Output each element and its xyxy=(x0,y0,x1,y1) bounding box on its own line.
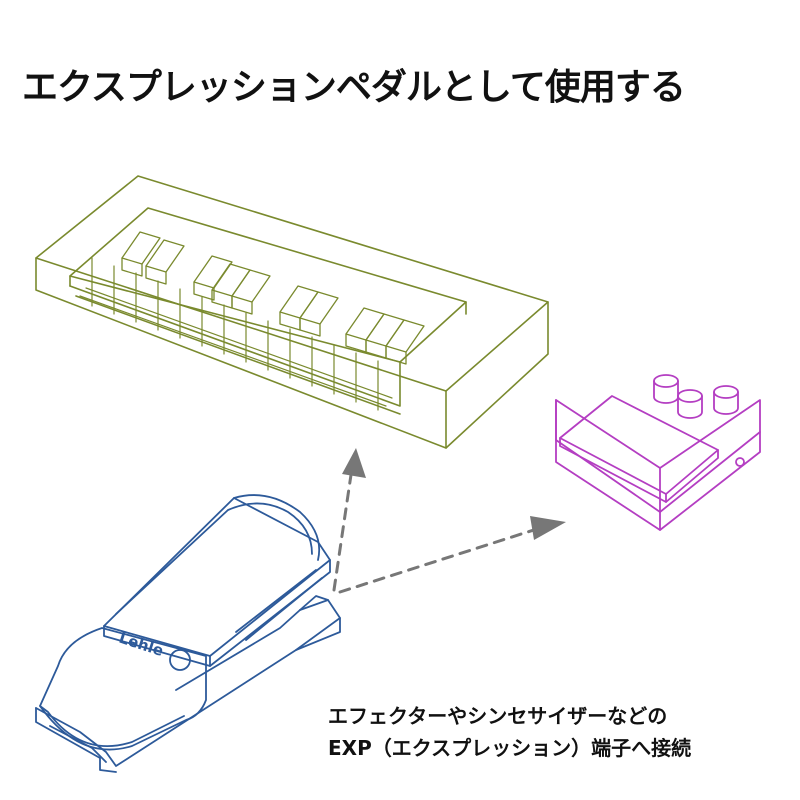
brand-logo: Lehle xyxy=(117,629,166,660)
synthesizer-keyboard-icon xyxy=(35,175,549,449)
arrow-heads xyxy=(342,448,566,540)
effect-pedal-icon xyxy=(555,374,761,531)
page-title: エクスプレッションペダルとして使用する xyxy=(22,67,686,108)
expression-pedal-icon xyxy=(35,494,341,773)
caption-line-1: エフェクターやシンセサイザーなどの xyxy=(328,704,668,728)
connection-caption: エフェクターやシンセサイザーなどの EXP（エクスプレッション）端子へ接続 xyxy=(328,700,691,764)
dashed-arrow-icon xyxy=(332,466,542,594)
caption-line-2: EXP（エクスプレッション）端子へ接続 xyxy=(328,736,692,760)
